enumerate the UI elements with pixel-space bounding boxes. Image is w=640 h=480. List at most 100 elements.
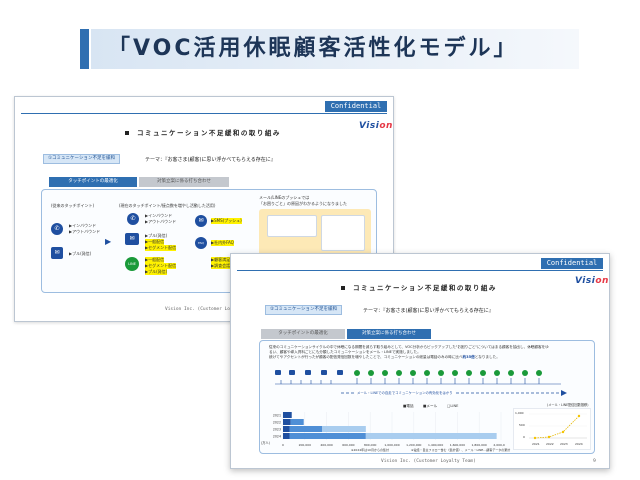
body-text: 続けてやアクセントが行ったが顧客の配信発信回数を増やしたことで、コミュニケーショ…: [269, 355, 500, 359]
chart-note: ※電話・自主フォロー含む（集計値）、メール・LINE…顧客データの累計: [411, 448, 511, 452]
small-chart-title: (メール・LINE配信回数推移): [547, 403, 589, 407]
right-item: ▶SMS(プッシュ): [211, 218, 242, 224]
y-tick-label: 2022: [273, 421, 281, 425]
x-tick-label: 1,400,000: [428, 443, 443, 447]
x-tick-label: 600,000: [342, 443, 354, 447]
delivery-trend-chart: [513, 408, 591, 450]
small-x-tick: 2022: [546, 442, 554, 446]
y-tick-label: 2023: [273, 428, 281, 432]
theme-label: ①コミュニケーション不足を緩和: [43, 154, 120, 164]
front-slide: Confidential コミュニケーション不足緩和の取り組み Vision ②…: [230, 253, 610, 469]
bar-segment: [289, 426, 323, 432]
contact-volume-chart: 0 200,000 400,000 600,000 800,000 1,000,000 1,…: [273, 412, 505, 447]
sms-icon: ✉: [195, 215, 207, 227]
right-item: ▶顧客満足: [211, 257, 231, 263]
tab-meeting[interactable]: 対策立案に係る打ち合わせ: [139, 177, 229, 187]
mid-item: ▶一般配信: [145, 257, 165, 263]
left-item: ▶ブル(発信): [69, 251, 92, 256]
bar-segment: [289, 433, 366, 439]
highlight-value: 約35倍: [462, 355, 475, 359]
mid-item: ▶アウトバウンド: [145, 219, 177, 224]
unit-label: (万人): [261, 441, 270, 445]
top-rule: [21, 113, 387, 114]
back-slide: Confidential コミュニケーション不足緩和の取り組み Vision ①…: [14, 96, 394, 322]
bar-segment: [283, 412, 292, 418]
arrow-right-icon: ▶: [105, 237, 112, 246]
slide-title: コミュニケーション不足緩和の取り組み: [341, 282, 497, 292]
mail-icon: ✉: [125, 233, 139, 245]
slide-footer: Vision Inc. (Customer Lo: [165, 307, 231, 312]
small-y-tick: 0: [523, 435, 525, 439]
left-item: ▶インバウンド: [69, 223, 97, 228]
top-rule: [237, 270, 603, 271]
confidential-badge: Confidential: [541, 258, 603, 269]
header-banner: [91, 29, 579, 69]
communication-timeline: [275, 370, 567, 396]
bullet-square-icon: [341, 286, 345, 290]
bar-segment: [283, 426, 290, 432]
mid-item: ▶一般配信: [145, 239, 165, 245]
theme-label: ②コミュニケーション不足を緩和: [265, 305, 342, 315]
chat-bubble-card: [267, 215, 317, 237]
theme-text: テーマ：『お客さま(顧客)に思い浮かべてもらえる存在に』: [145, 157, 276, 163]
slide-title: コミュニケーション不足緩和の取り組み: [125, 127, 281, 137]
y-tick-label: 2021: [273, 414, 281, 418]
bar-segment: [365, 433, 497, 439]
mail-icon: ✉: [51, 247, 63, 259]
mid-label: (現在のタッチポイント/接点数を増やし活動した活用): [119, 203, 216, 208]
mid-item: ▶インバウンド: [145, 213, 173, 218]
x-tick-label: 1,800,000: [472, 443, 487, 447]
mid-item: ▶セグメント配信: [145, 263, 177, 269]
y-tick-label: 2024: [273, 435, 281, 439]
small-x-tick: 2024: [575, 442, 583, 446]
small-y-tick: 500: [519, 423, 525, 427]
phone-icon: ✆: [51, 223, 63, 235]
x-tick-label: 1,000,000: [384, 443, 399, 447]
line-app-icon: LINE: [125, 257, 139, 271]
x-tick-label: 1,200,000: [406, 443, 421, 447]
page-number: 9: [593, 459, 596, 464]
chat-bubble-card: [321, 215, 365, 251]
mid-item: ▶プル(発信): [145, 233, 168, 238]
phone-icon: ✆: [127, 213, 139, 225]
bar-segment: [283, 419, 291, 425]
mid-item: ▶プル(発信): [145, 269, 168, 275]
page-title: 「VOC活用休眠顧客活性化モデル」: [108, 36, 519, 61]
legend-mail: ■メール: [423, 404, 438, 408]
legend-phone: ■電話: [403, 404, 414, 408]
x-tick-label: 2,000,000: [493, 443, 505, 447]
right-item: ▶調査会話: [211, 263, 231, 269]
theme-text: テーマ：『お客さま(顧客)に思い浮かべてもらえる存在に』: [363, 308, 494, 314]
x-tick-label: 200,000: [299, 443, 311, 447]
x-tick-label: 1,600,000: [450, 443, 465, 447]
header-accent-bar: [80, 29, 89, 69]
note-subtitle: 「お困りごと」の原因がわかるようになりました: [259, 201, 347, 206]
x-tick-label: 800,000: [364, 443, 376, 447]
vision-logo: Vision: [575, 276, 609, 286]
bar-segment: [283, 433, 290, 439]
body-text: るい、顧客や導入資料ごとにも分類したコミュニケーションをメール・LINEで実施し…: [269, 350, 421, 354]
bar-segment: [322, 426, 366, 432]
small-x-tick: 2023: [560, 442, 568, 446]
small-x-tick: 2021: [532, 442, 540, 446]
legend-line: □LINE: [447, 404, 459, 408]
confidential-badge: Confidential: [325, 101, 387, 112]
vision-logo: Vision: [359, 121, 393, 131]
note-title: メール/LINEのプッシュでは: [259, 195, 310, 200]
mid-item: ▶セグメント配信: [145, 245, 177, 251]
left-item: ▶アウトバウンド: [69, 229, 101, 234]
bar-segment: [290, 419, 304, 425]
left-label: (従来のタッチポイント): [51, 203, 95, 208]
x-tick-label: 400,000: [320, 443, 332, 447]
bullet-square-icon: [125, 131, 129, 135]
timeline-caption: メール・LINEでの自走でコミュニケーションの有効化をはかり: [355, 390, 455, 395]
body-text: 従来のコミュニケーションサイクルの中で休眠になる期間を減らす取り組みとして、VO…: [269, 345, 549, 349]
tab-touchpoint[interactable]: タッチポイントの最適化: [261, 329, 345, 339]
faq-icon: FAQ: [195, 237, 207, 249]
x-tick-label: 0: [282, 443, 284, 447]
slide-footer: Vision Inc. (Customer Loyalty Team): [381, 459, 476, 464]
chart-note: ※2024年は10月からの集計: [351, 448, 389, 452]
small-y-tick: 1,000: [515, 411, 524, 415]
tab-meeting[interactable]: 対策立案に係る打ち合わせ: [347, 329, 431, 339]
tab-touchpoint[interactable]: タッチポイントの最適化: [49, 177, 137, 187]
